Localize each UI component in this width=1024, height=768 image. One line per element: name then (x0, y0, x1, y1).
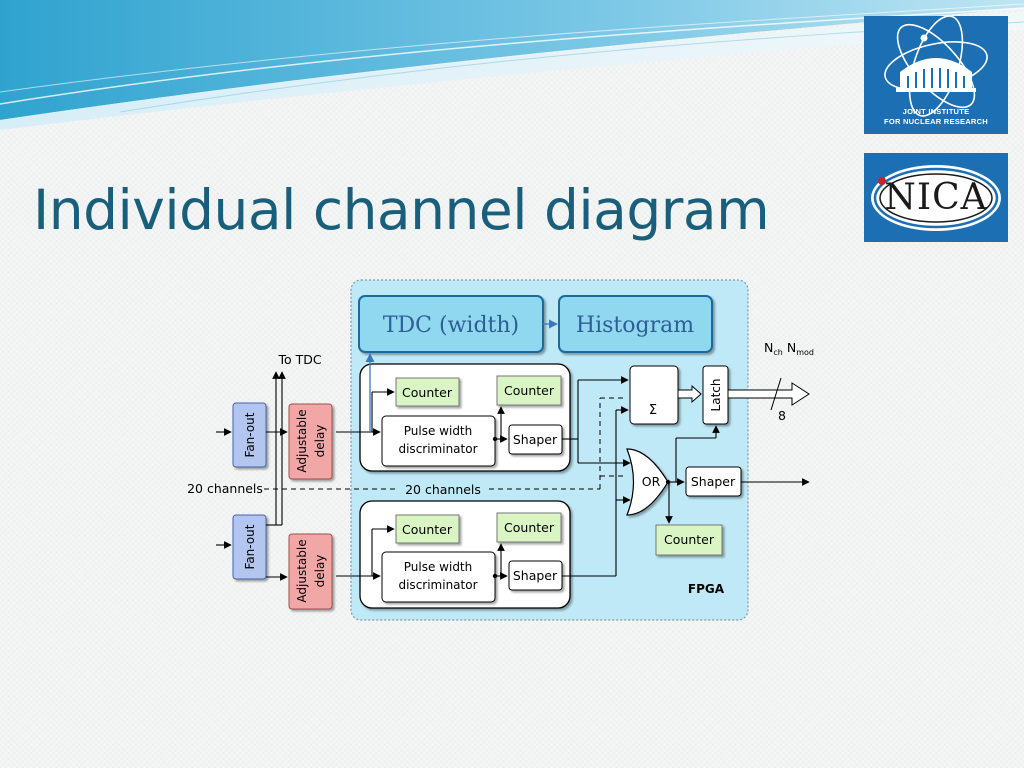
shaper-label-1: Shaper (513, 432, 558, 447)
lower-group-wiring (336, 525, 508, 580)
shaper-label-or: Shaper (691, 474, 736, 489)
latch-label: Latch (709, 379, 723, 412)
nica-emblem-icon (871, 165, 1001, 231)
counter-label-or: Counter (664, 532, 715, 547)
output-bus-arrow (727, 382, 810, 406)
counter-label-2: Counter (504, 383, 555, 398)
counter-block-2 (496, 375, 562, 406)
nica-logo-text: NICA (884, 177, 988, 218)
counter-label-4: Counter (504, 520, 555, 535)
counter-label-3: Counter (402, 522, 453, 537)
jinr-logo: JOINT INSTITUTE FOR NUCLEAR RESEARCH (864, 16, 1008, 134)
delay-label-1b: delay (313, 425, 327, 458)
counter-label-1: Counter (402, 385, 453, 400)
jinr-logo-line2: FOR NUCLEAR RESEARCH (884, 117, 988, 126)
or-gate-label: OR (642, 474, 661, 489)
shaper-label-2: Shaper (513, 568, 558, 583)
channels-dashed-line (264, 397, 625, 490)
jinr-emblem-icon (884, 16, 988, 117)
input-wiring (216, 371, 288, 581)
delay-label-1a: Adjustable (295, 409, 309, 472)
bus-width-slash (770, 377, 782, 411)
pulse-width-label-2b: discriminator (398, 578, 477, 592)
adjustable-delay-block-2 (288, 533, 333, 610)
sum-label: Σ (649, 403, 657, 418)
fpga-label: FPGA (688, 582, 725, 596)
counter-block-or (655, 524, 723, 556)
histogram-label: Histogram (576, 313, 694, 338)
bus-width-label: 8 (778, 408, 786, 423)
to-tdc-label: To TDC (277, 352, 321, 367)
fanout-block-2 (232, 514, 267, 580)
fanout-label-2: Fan-out (243, 524, 257, 569)
right-wiring (562, 376, 810, 577)
delay-label-2a: Adjustable (295, 539, 309, 602)
sum-to-latch-bus-arrow (677, 384, 702, 404)
pulse-width-label-1b: discriminator (398, 442, 477, 456)
channels-label-mid: 20 channels (405, 482, 481, 497)
counter-block-3 (395, 514, 460, 544)
jinr-logo-line1: JOINT INSTITUTE (902, 107, 970, 116)
pulse-width-label-2a: Pulse width (404, 560, 473, 574)
or-gate (626, 448, 669, 516)
tdc-width-label: TDC (width) (383, 313, 519, 338)
delay-label-2b: delay (313, 555, 327, 588)
channels-label-left: 20 channels (187, 481, 263, 496)
histogram-block (558, 295, 713, 353)
slide-title: Individual channel diagram (33, 178, 770, 242)
fanout-block-1 (232, 402, 267, 468)
adjustable-delay-block-1 (288, 403, 333, 480)
nica-logo: NICA (864, 153, 1008, 242)
upper-group-wiring (336, 388, 508, 443)
counter-block-1 (395, 377, 460, 407)
pulse-width-label-1a: Pulse width (404, 424, 473, 438)
fanout-label-1: Fan-out (243, 412, 257, 457)
counter-block-4 (496, 512, 562, 543)
